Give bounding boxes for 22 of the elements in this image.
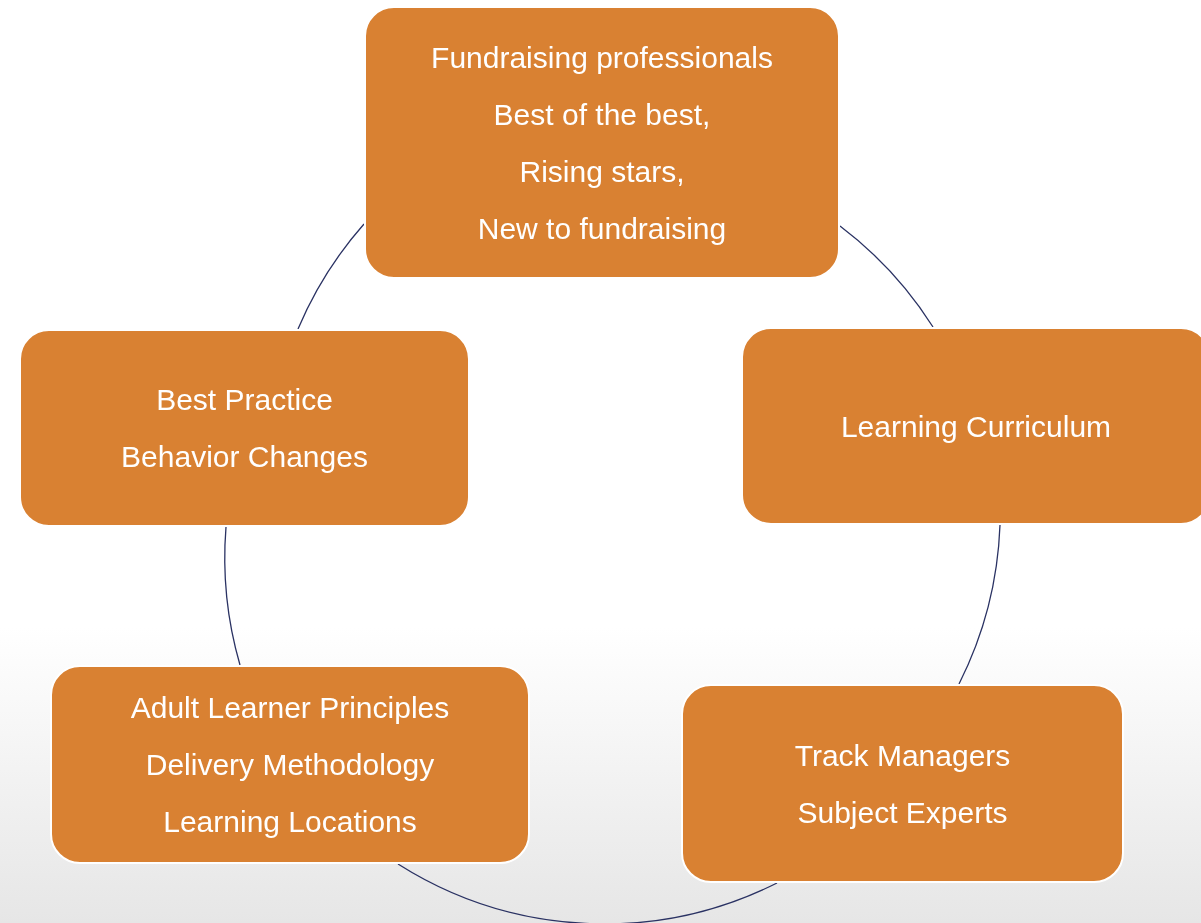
box-text: New to fundraising: [477, 210, 727, 247]
process-box: [50, 665, 530, 864]
process-box: [741, 327, 1201, 525]
process-box: [19, 329, 470, 527]
box-text: Fundraising professionals: [431, 39, 773, 76]
box-text: Learning Curriculum: [840, 408, 1112, 445]
box-text: Delivery Methodology: [145, 747, 435, 783]
process-box: [681, 684, 1124, 883]
box-text: Best Practice: [156, 382, 333, 418]
box-text: Adult Learner Principles: [130, 690, 450, 726]
connector-arc: [224, 526, 241, 666]
connector-arc: [958, 524, 1001, 685]
connector-arc: [839, 225, 934, 328]
connector-arc: [397, 863, 778, 923]
box-text: Rising stars,: [519, 153, 685, 190]
box-text: Subject Experts: [797, 794, 1008, 831]
box-text: Best of the best,: [493, 96, 711, 133]
connector-arc: [297, 223, 365, 330]
box-text: Behavior Changes: [121, 439, 368, 475]
process-box: [364, 6, 840, 279]
box-text: Learning Locations: [163, 804, 417, 840]
box-text: Track Managers: [794, 737, 1011, 774]
